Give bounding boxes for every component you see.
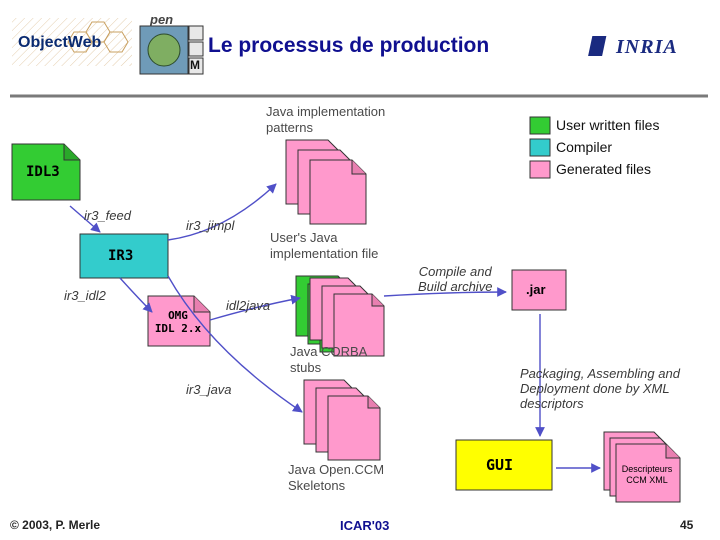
omg-logo-m: M <box>190 58 200 72</box>
arrow-ir3-feed <box>69 205 101 233</box>
arrow-idl2java <box>209 294 301 321</box>
jar-shape <box>511 269 567 311</box>
legend-swatch-generated <box>529 160 551 179</box>
java-corba-stubs-label: Java CORBA stubs <box>290 344 368 375</box>
java-impl-patterns-label: Java implementation patterns <box>266 104 386 135</box>
inria-logo: INRIA <box>616 36 678 58</box>
users-java-impl-label: User's Java implementation file <box>270 230 379 261</box>
footer-page-number: 45 <box>680 518 694 532</box>
packaging-label: Packaging, Assembling and Deployment don… <box>520 366 680 411</box>
legend-label-compiler: Compiler <box>556 139 613 155</box>
objectweb-logo-graphic <box>12 18 132 66</box>
java-openccm-skeletons-label: Java Open.CCM Skeletons <box>288 462 385 493</box>
arrow-compile-build <box>383 287 507 297</box>
gui-label: GUI <box>486 456 514 474</box>
arrow-ir3-jimpl <box>167 183 277 241</box>
idl2java-label: idl2java <box>226 298 271 313</box>
footer-copyright: © 2003, P. Merle <box>10 518 101 532</box>
gui-shape <box>455 439 553 491</box>
objectweb-logo: ObjectWeb <box>18 34 102 51</box>
openccm-skeletons-stack <box>303 379 381 461</box>
corba-stubs-pages <box>309 277 385 357</box>
legend-label-user-written: User written files <box>556 117 660 133</box>
descripteurs-label: Descripteurs CCM XML <box>621 464 673 485</box>
omg-logo: pen <box>150 12 174 27</box>
idl3-label: IDL3 <box>26 164 60 180</box>
inria-logo-graphic <box>588 36 607 56</box>
ir3-idl2-label: ir3_idl2 <box>64 288 106 303</box>
java-impl-patterns-stack <box>285 139 367 225</box>
compile-build-label: Compile and Build archive <box>418 264 493 294</box>
page-title: Le processus de production <box>208 34 490 57</box>
ir3-label: IR3 <box>108 248 134 264</box>
legend-label-generated: Generated files <box>556 161 651 177</box>
ir3-jimpl-label: ir3_jimpl <box>186 218 235 233</box>
legend-swatch-user-written <box>529 116 551 135</box>
omg-idl-label: OMG IDL 2.x <box>154 309 202 335</box>
arrow-ir3-java <box>167 275 303 413</box>
footer-conference: ICAR'03 <box>340 518 390 533</box>
arrow-ir3-idl2 <box>119 277 153 313</box>
legend-swatch-compiler <box>529 138 551 157</box>
descripteurs-stack <box>603 431 681 503</box>
ir3-java-label: ir3_java <box>186 382 232 397</box>
ir3-compiler-shape <box>79 233 169 279</box>
arrows <box>69 183 601 473</box>
jar-label: .jar <box>526 282 546 297</box>
omg-logo-graphic <box>139 25 204 75</box>
idl3-document-shape <box>11 143 81 201</box>
ir3-feed-label: ir3_feed <box>84 208 131 223</box>
